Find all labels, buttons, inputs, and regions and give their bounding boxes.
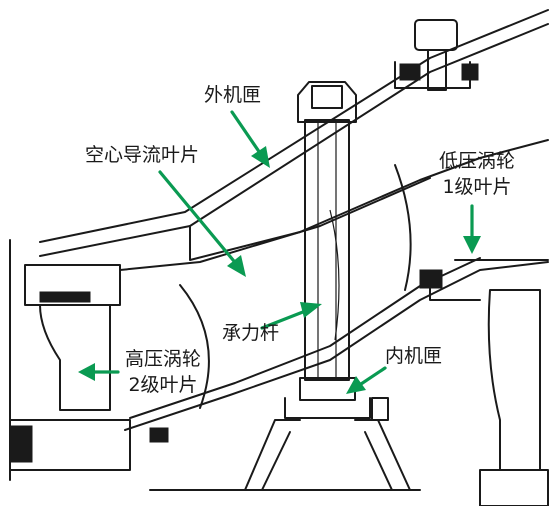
flowpath-outer-wall-2: [119, 177, 431, 271]
outer-casing-line: [39, 9, 549, 243]
inner-hub-cone-right-2: [364, 431, 393, 491]
arrow-inner-casing: [356, 366, 387, 388]
label-outer-casing: 外机匣: [204, 84, 262, 106]
hp-turbine-shroud: [24, 264, 121, 306]
arrow-inner-casing-head: [346, 376, 366, 394]
label-hollow-guide-vane: 空心导流叶片: [85, 144, 200, 166]
label-lp-turbine-line1: 低压涡轮: [438, 150, 515, 172]
label-lp-turbine: 低压涡轮 1级叶片: [432, 148, 522, 200]
arrow-hp-turbine-head: [78, 363, 95, 381]
arrow-lp-turbine-head: [463, 236, 481, 254]
strut-head-cap: [311, 85, 343, 109]
label-hp-turbine-line1: 高压涡轮: [124, 348, 201, 370]
lp-blade-platform: [429, 277, 481, 301]
hub-bolt-left: [149, 427, 169, 443]
label-inner-casing: 内机匣: [385, 345, 443, 367]
top-bolt-nut-right: [461, 63, 479, 81]
guide-vane-leading-edge: [179, 284, 210, 409]
hub-bolt-right: [371, 397, 389, 421]
strut-head: [297, 81, 357, 123]
top-bolt-nut: [399, 63, 421, 81]
hp-shroud-dark: [39, 291, 91, 303]
label-hp-turbine-line2: 2级叶片: [128, 374, 198, 396]
arrow-strut: [260, 308, 310, 330]
strut-rod-outer: [304, 119, 350, 381]
arrow-guide-vane-head: [227, 255, 246, 277]
flowpath-outer-wall: [189, 139, 549, 261]
arrow-strut-head: [300, 302, 322, 318]
flowpath-inner-wall: [124, 261, 549, 431]
lp-turbine-disk: [479, 469, 549, 506]
label-hp-turbine: 高压涡轮 2级叶片: [118, 346, 208, 398]
inner-hub-cone-left-2: [261, 431, 291, 491]
arrow-guide-vane: [158, 170, 240, 268]
label-lp-turbine-line2: 1级叶片: [442, 176, 512, 198]
outer-casing-line-inner: [39, 23, 549, 257]
hp-turbine-blade: [39, 304, 111, 411]
label-strut: 承力杆: [222, 322, 280, 344]
inner-hub-cone-left: [244, 419, 301, 491]
arrow-outer-casing: [230, 110, 264, 158]
strut-base: [284, 397, 371, 419]
top-bolt-shank: [427, 49, 447, 91]
guide-vane-trailing-edge: [394, 164, 412, 291]
arrow-outer-casing-head: [251, 146, 270, 168]
guide-vane-mid: [329, 209, 340, 341]
